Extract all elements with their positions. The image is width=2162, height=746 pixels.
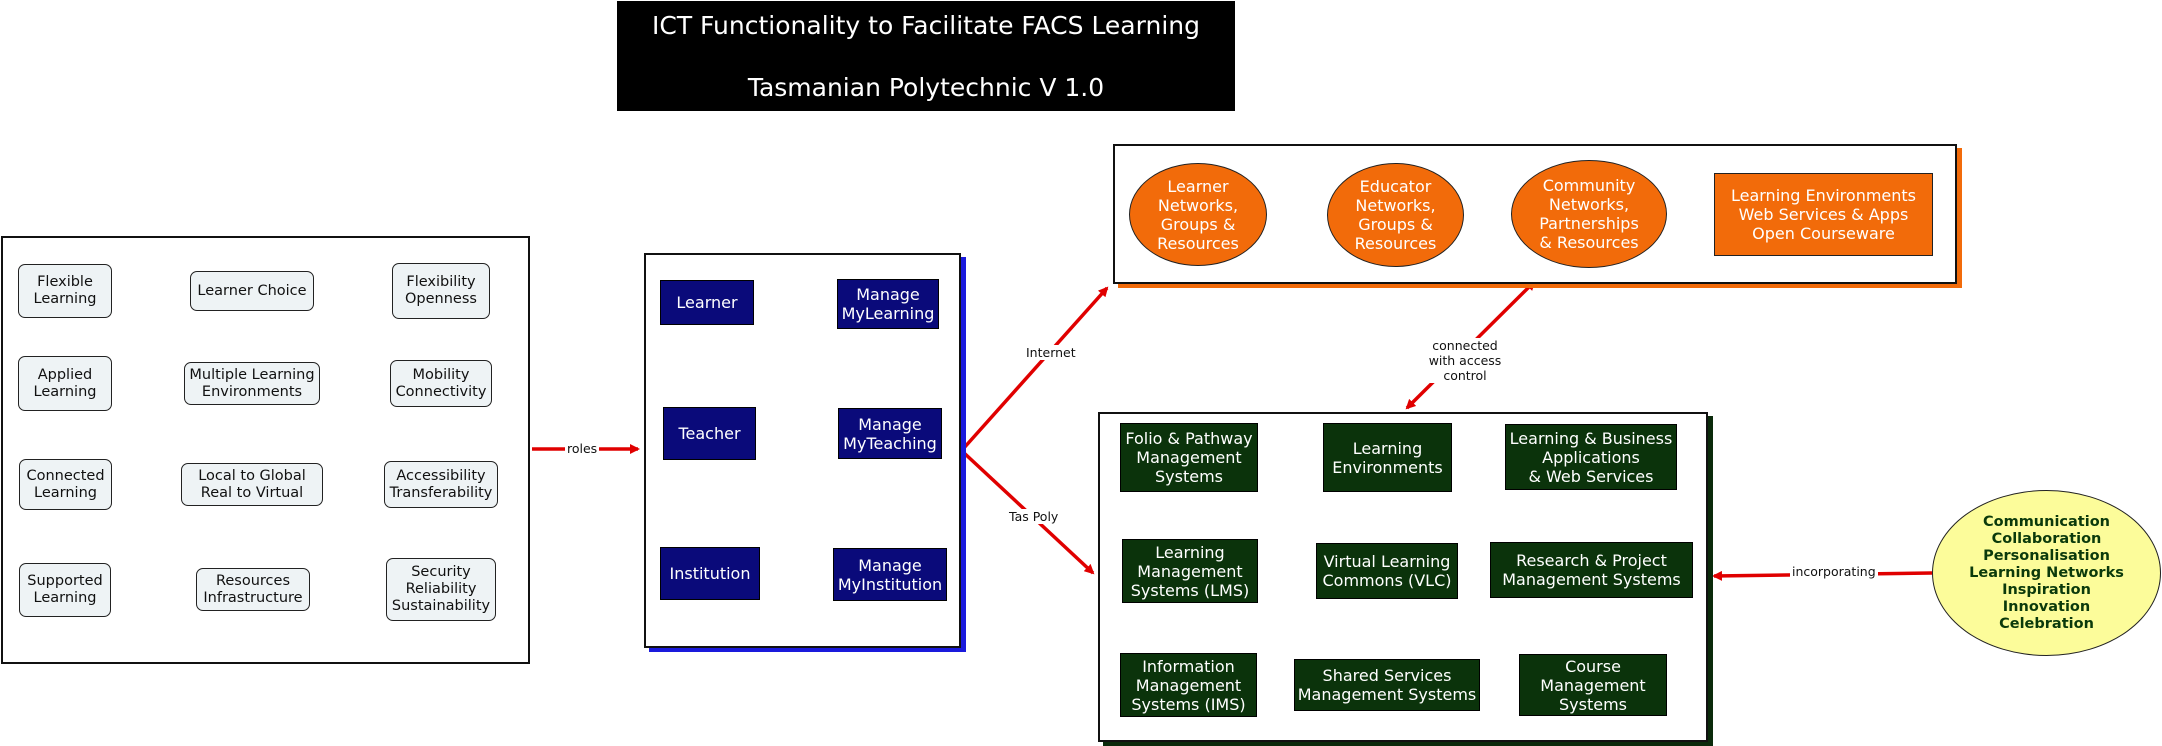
- diagram-title: ICT Functionality to Facilitate FACS Lea…: [617, 1, 1235, 111]
- concept-applied-learning[interactable]: Applied Learning: [18, 356, 112, 411]
- concept-resources-infrastructure[interactable]: Resources Infrastructure: [196, 568, 310, 611]
- concept-flexibility-openness[interactable]: Flexibility Openness: [392, 263, 490, 319]
- title-line-2: Tasmanian Polytechnic V 1.0: [747, 72, 1105, 102]
- system-course-management[interactable]: Course Management Systems: [1519, 654, 1667, 716]
- roles-label: roles: [565, 441, 600, 456]
- internet-arrow: [961, 286, 1109, 451]
- tas-poly-label: Tas Poly: [1007, 509, 1061, 524]
- concept-supported-learning[interactable]: Supported Learning: [19, 563, 111, 617]
- role-teacher[interactable]: Teacher: [663, 407, 756, 460]
- incorporating-label: incorporating: [1790, 564, 1878, 579]
- system-ims[interactable]: Information Management Systems (IMS): [1120, 653, 1257, 717]
- system-folio-pathway[interactable]: Folio & Pathway Management Systems: [1120, 423, 1258, 492]
- concept-accessibility-transferability[interactable]: Accessibility Transferability: [384, 461, 498, 508]
- system-shared-services[interactable]: Shared Services Management Systems: [1294, 659, 1480, 711]
- role-learner[interactable]: Learner: [660, 280, 754, 325]
- concept-learner-choice[interactable]: Learner Choice: [190, 271, 314, 311]
- system-learning-business-applications[interactable]: Learning & Business Applications & Web S…: [1505, 424, 1677, 490]
- concept-local-to-global[interactable]: Local to Global Real to Virtual: [181, 463, 323, 506]
- function-manage-myteaching[interactable]: Manage MyTeaching: [838, 408, 942, 459]
- concept-security-reliability-sustainability[interactable]: Security Reliability Sustainability: [386, 558, 496, 621]
- role-institution[interactable]: Institution: [660, 547, 760, 600]
- system-learning-environments[interactable]: Learning Environments: [1323, 423, 1452, 492]
- values-ellipse[interactable]: Communication Collaboration Personalisat…: [1932, 490, 2161, 656]
- system-research-project[interactable]: Research & Project Management Systems: [1490, 542, 1693, 598]
- educator-networks-node[interactable]: Educator Networks, Groups & Resources: [1327, 163, 1464, 267]
- function-manage-myinstitution[interactable]: Manage MyInstitution: [833, 548, 947, 601]
- concept-connected-learning[interactable]: Connected Learning: [19, 459, 112, 510]
- system-vlc[interactable]: Virtual Learning Commons (VLC): [1316, 543, 1458, 599]
- learner-networks-node[interactable]: Learner Networks, Groups & Resources: [1129, 163, 1267, 266]
- title-line-1: ICT Functionality to Facilitate FACS Lea…: [652, 10, 1200, 40]
- concept-flexible-learning[interactable]: Flexible Learning: [18, 264, 112, 318]
- internet-label: Internet: [1024, 345, 1078, 360]
- system-lms[interactable]: Learning Management Systems (LMS): [1122, 539, 1258, 603]
- function-manage-mylearning[interactable]: Manage MyLearning: [837, 279, 939, 329]
- access-control-label: connected with access control: [1404, 338, 1526, 383]
- learning-environments-web-services-node[interactable]: Learning Environments Web Services & App…: [1714, 173, 1933, 256]
- concept-mobility-connectivity[interactable]: Mobility Connectivity: [390, 360, 492, 407]
- community-networks-node[interactable]: Community Networks, Partnerships & Resou…: [1511, 160, 1667, 268]
- concept-multiple-learning-environments[interactable]: Multiple Learning Environments: [184, 362, 320, 405]
